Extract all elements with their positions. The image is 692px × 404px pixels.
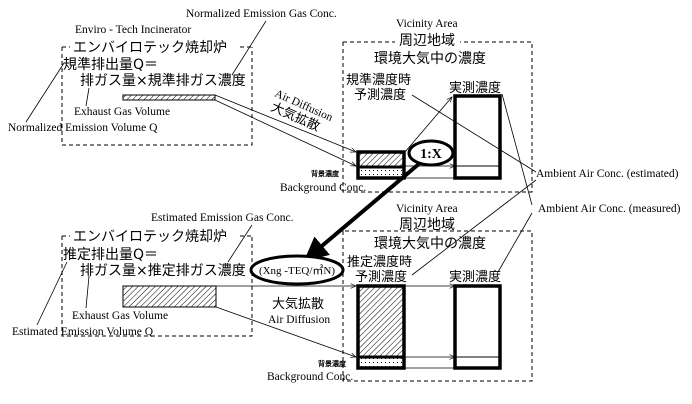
bottom-incinerator: Estimated Emission Gas Conc. エンバイロテック焼却炉…: [12, 212, 294, 338]
bottom-background-bar: [358, 357, 404, 368]
top-predicted-bar: [358, 152, 404, 167]
legend: Ambient Air Conc. (estimated) Ambient Ai…: [411, 93, 681, 276]
ratio-label: 1:X: [420, 147, 442, 162]
top-background-bar: [358, 167, 404, 178]
bottom-air-diffusion: 大気拡散 Air Diffusion: [215, 286, 356, 357]
ratio-transfer-arrow: [303, 161, 422, 262]
bottom-diffusion-label-en: Air Diffusion: [268, 314, 330, 326]
bottom-formula-line1: 推定排出量Q＝: [63, 247, 158, 263]
bottom-incinerator-label-jp: エンバイロテック焼却炉: [73, 229, 227, 245]
diffusion-arrow-lower: [214, 99, 356, 167]
bottom-gas-conc-label: Estimated Emission Gas Conc.: [151, 212, 294, 224]
bottom-background-label-en: Background Conc.: [267, 371, 353, 383]
bottom-predicted-bar: [358, 286, 404, 357]
bottom-measured-label: 実測濃度: [449, 269, 501, 285]
top-predicted-line2: 予測濃度: [354, 87, 406, 103]
top-incinerator-boundary: [61, 47, 253, 146]
top-vicinity-subtitle: 環境大気中の濃度: [374, 51, 486, 67]
bottom-vicinity-label-en: Vicinity Area: [396, 203, 458, 215]
top-incinerator: Enviro - Tech Incinerator エンバイロテック焼却炉 規準…: [8, 8, 337, 146]
ratio-ellipse: [407, 139, 455, 167]
bottom-vicinity-label-jp: 周辺地域: [399, 217, 455, 233]
top-air-diffusion: Air Diffusion 大気拡散: [214, 88, 356, 167]
bottom-predicted-line1: 推定濃度時: [347, 254, 412, 270]
bottom-measured-bar: [453, 284, 502, 370]
legend-estimated: Ambient Air Conc. (estimated): [536, 168, 679, 180]
bottom-vicinity-boundary: [342, 230, 533, 382]
bottom-diffusion-label-jp: 大気拡散: [272, 296, 324, 312]
top-vicinity-label-en: Vicinity Area: [396, 18, 458, 30]
bottom-exhaust-label: Exhaust Gas Volume: [72, 310, 168, 322]
unit-label: (Xng -TEQ/㎥N): [259, 264, 335, 277]
diffusion-arrow-upper: [214, 94, 356, 152]
top-background-label-en: Background Conc.: [280, 182, 366, 194]
bottom-formula-line2: 排ガス量×推定排ガス濃度: [80, 263, 246, 279]
diffusion-arrow-lower: [215, 306, 356, 357]
top-exhaust-bar: [122, 94, 216, 101]
bottom-vicinity: Vicinity Area 周辺地域 環境大気中の濃度 推定濃度時 予測濃度 実…: [267, 203, 533, 383]
bottom-predicted-line2: 予測濃度: [355, 269, 407, 285]
top-predicted-line1: 規準濃度時: [346, 72, 411, 88]
top-formula-line2: 排ガス量×規準排ガス濃度: [80, 73, 246, 89]
legend-measured: Ambient Air Conc. (measured): [538, 203, 681, 215]
top-vicinity-label-jp: 周辺地域: [399, 33, 455, 49]
top-exhaust-label: Exhaust Gas Volume: [74, 106, 170, 118]
top-gas-conc-label: Normalized Emission Gas Conc.: [186, 8, 337, 20]
bottom-emission-volume-label: Estimated Emission Volume Q: [12, 326, 154, 338]
top-measured-bar: [453, 94, 502, 180]
top-vicinity: Vicinity Area 周辺地域 環境大気中の濃度 規準濃度時 予測濃度 実…: [280, 18, 533, 194]
top-emission-volume-label: Normalized Emission Volume Q: [8, 122, 158, 134]
top-measured-label: 実測濃度: [449, 80, 501, 96]
top-background-label-jp: 背景濃度: [311, 169, 340, 178]
top-incinerator-label-jp: エンバイロテック焼却炉: [73, 40, 227, 56]
top-incinerator-label-en: Enviro - Tech Incinerator: [75, 24, 191, 36]
top-formula-line1: 規準排出量Q＝: [63, 57, 158, 73]
bottom-background-label-jp: 背景濃度: [318, 359, 347, 368]
bottom-vicinity-subtitle: 環境大気中の濃度: [374, 236, 486, 252]
top-vicinity-boundary: [342, 41, 533, 193]
bottom-exhaust-bar: [122, 285, 217, 308]
